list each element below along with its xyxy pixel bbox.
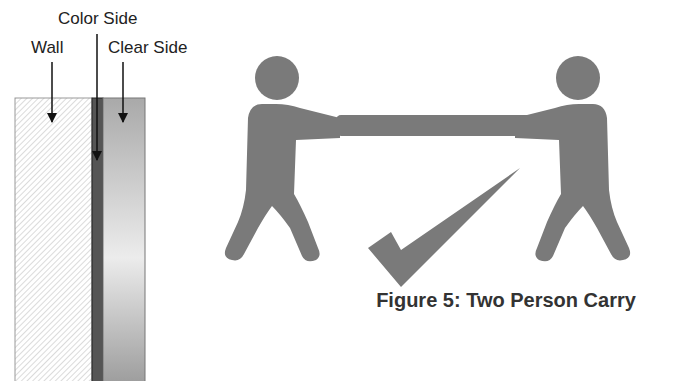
part-label: Clear Side <box>108 38 187 58</box>
part-label: Color Side <box>58 9 137 29</box>
leader-line <box>122 62 124 122</box>
person <box>515 56 630 261</box>
clear-side <box>103 98 145 381</box>
two-person-pictogram <box>225 56 630 287</box>
leader-line <box>96 34 98 160</box>
wall-section <box>15 98 145 381</box>
figure-caption: Figure 5: Two Person Carry <box>376 288 636 312</box>
part-label: Wall <box>31 38 63 58</box>
leader-line <box>51 62 53 122</box>
wall <box>15 98 92 381</box>
person <box>225 56 340 261</box>
check-mark <box>368 168 520 287</box>
